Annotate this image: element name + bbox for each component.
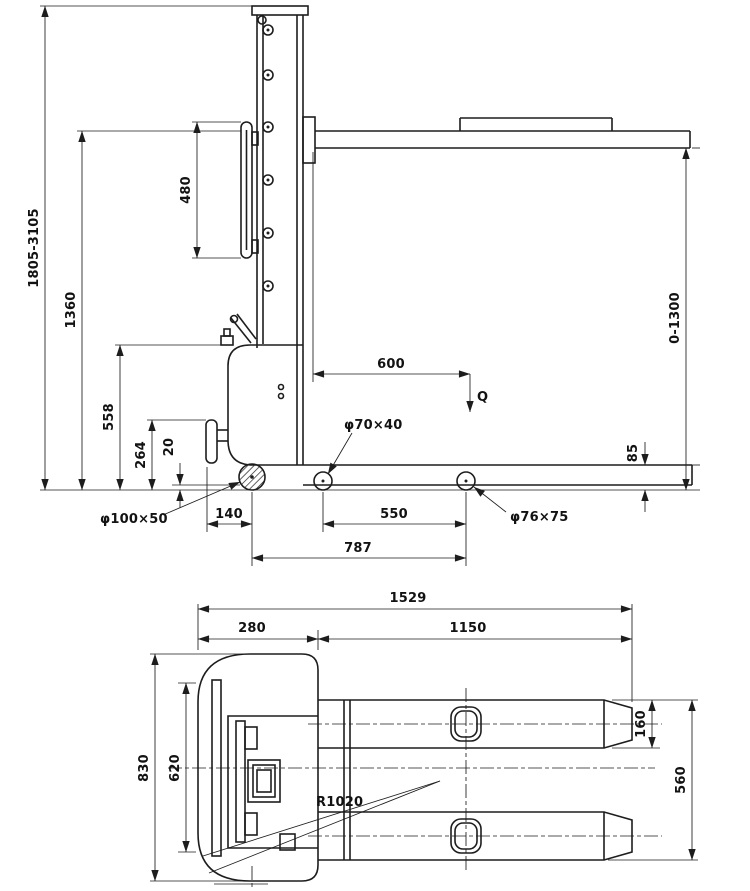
dim-fork-span-label: 560 xyxy=(674,766,689,794)
top-view-centerlines xyxy=(168,688,662,888)
drive-wheel-leader xyxy=(162,481,241,516)
front-wheel-size-label: φ70×40 xyxy=(344,418,402,433)
dim-ground-clearance-label: 20 xyxy=(162,438,177,457)
dim-rear-offset-label: 140 xyxy=(215,507,243,522)
dim-overall-height-label: 1805-3105 xyxy=(27,208,42,288)
drive-wheel-size-label: φ100×50 xyxy=(100,512,168,527)
mast-frame xyxy=(227,715,318,849)
dim-roller-spacing-label: 550 xyxy=(380,507,408,522)
dim-load-center-label: 600 xyxy=(377,357,405,372)
dim-wheelbase-label: 787 xyxy=(344,541,372,556)
dim-overall-width-label: 830 xyxy=(137,754,152,782)
body-outline xyxy=(197,653,319,882)
drive-unit xyxy=(247,759,281,803)
load-roller-leader xyxy=(473,486,507,513)
side-view-geometry xyxy=(205,5,693,491)
carriage-rod xyxy=(240,121,253,259)
dim-leg-height-label: 85 xyxy=(626,444,641,463)
chassis-body xyxy=(227,344,303,466)
side-handle xyxy=(205,419,218,464)
load-roller-size-label: φ76×75 xyxy=(510,510,568,525)
dim-lift-range-label: 0-1300 xyxy=(668,292,683,344)
front-wheel-leader xyxy=(327,432,353,475)
load-symbol-label: Q xyxy=(477,390,488,405)
top-view-extension-lines xyxy=(150,604,698,882)
dim-body-width-label: 620 xyxy=(168,754,183,782)
fork-carriage-block xyxy=(302,116,316,164)
dim-fork-length-label: 1150 xyxy=(450,621,487,636)
top-view-dimension-lines xyxy=(151,605,696,882)
dim-tiller-height-label: 558 xyxy=(102,403,117,431)
side-view-extension-lines xyxy=(40,5,700,566)
dim-fork-width-label: 160 xyxy=(634,710,649,738)
dim-carriage-stroke-label: 480 xyxy=(179,176,194,204)
top-view-geometry xyxy=(197,653,633,882)
side-view-labels: 1805-3105 1360 558 264 20 480 600 Q 0-13… xyxy=(27,176,683,556)
dim-overall-length-label: 1529 xyxy=(390,591,427,606)
turning-radius-label: R1020 xyxy=(316,795,363,810)
top-view-labels: 1529 280 1150 830 620 160 560 R1020 xyxy=(137,591,689,810)
dim-mast-height-label: 1360 xyxy=(64,292,79,329)
turning-radius-leader xyxy=(202,780,441,857)
side-view: 1805-3105 1360 558 264 20 480 600 Q 0-13… xyxy=(27,5,700,566)
caster-wheel xyxy=(279,833,296,851)
dim-handle-height-label: 264 xyxy=(134,441,149,469)
side-view-dimension-lines xyxy=(41,5,690,562)
chain-sheave xyxy=(257,15,267,25)
dim-body-length-label: 280 xyxy=(238,621,266,636)
top-view: 1529 280 1150 830 620 160 560 R1020 xyxy=(137,591,698,888)
mast-cap xyxy=(251,5,309,16)
